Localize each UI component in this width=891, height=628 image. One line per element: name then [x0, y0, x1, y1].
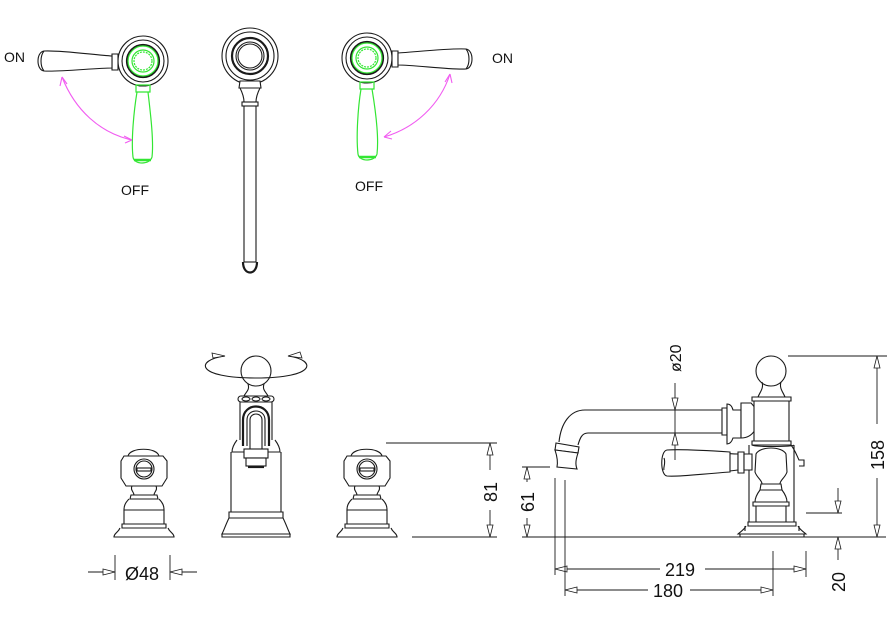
spout-plan [221, 27, 279, 274]
dim-label-219: 219 [665, 560, 695, 580]
dim-label-158: 158 [868, 440, 888, 470]
right-handle-plan [341, 32, 473, 161]
dim-label-180: 180 [653, 581, 683, 601]
dimension-reach-219 [554, 478, 807, 577]
dimension-base-20 [806, 488, 842, 560]
dimension-height-61 [522, 466, 550, 538]
right-handle-front [336, 448, 398, 538]
dimension-height-81 [386, 442, 497, 538]
left-off-label: OFF [121, 182, 149, 198]
dimension-height-158 [788, 355, 887, 538]
dim-label-20-base: 20 [829, 572, 849, 592]
left-handle-front [113, 448, 175, 538]
dim-label-48: Ø48 [125, 564, 159, 584]
right-off-label: OFF [355, 178, 383, 194]
dimension-spout-diameter-20 [671, 383, 679, 460]
dim-label-61: 61 [518, 492, 538, 512]
side-elevation [522, 355, 886, 538]
dimension-reach-180 [564, 480, 774, 596]
dim-label-81: 81 [481, 482, 501, 502]
right-on-label: ON [492, 50, 513, 66]
left-on-label: ON [4, 49, 25, 65]
left-handle-plan [37, 35, 169, 164]
dimension-diameter-48 [88, 555, 197, 580]
spout-front [205, 351, 308, 538]
dim-label-20-diameter: ø20 [668, 344, 685, 372]
